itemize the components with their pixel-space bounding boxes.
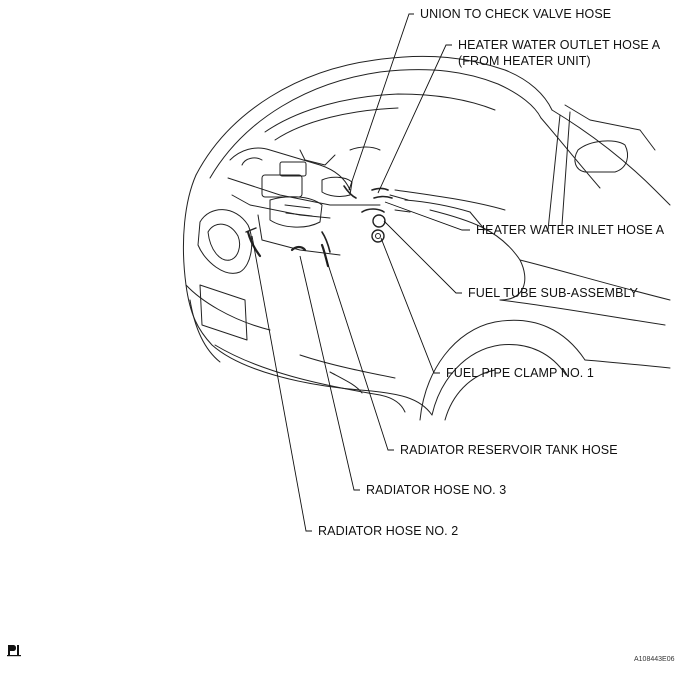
label-fuel-tube-sub-assembly: FUEL TUBE SUB-ASSEMBLY (468, 286, 639, 300)
label-radiator-hose-no3: RADIATOR HOSE NO. 3 (366, 483, 507, 497)
label-radiator-hose-no2: RADIATOR HOSE NO. 2 (318, 524, 459, 538)
label-heater-water-outlet-hose-line1: HEATER WATER OUTLET HOSE A (458, 38, 661, 52)
label-union-to-check-valve-hose: UNION TO CHECK VALVE HOSE (420, 7, 612, 21)
figure-id: A108443E06 (634, 656, 675, 663)
manual-reference-icon (7, 645, 21, 657)
label-radiator-reservoir-tank-hose: RADIATOR RESERVOIR TANK HOSE (400, 443, 618, 457)
label-fuel-pipe-clamp-no1: FUEL PIPE CLAMP NO. 1 (446, 366, 594, 380)
label-heater-water-inlet-hose: HEATER WATER INLET HOSE A (476, 223, 665, 237)
label-heater-water-outlet-hose-line2: (FROM HEATER UNIT) (458, 54, 591, 68)
